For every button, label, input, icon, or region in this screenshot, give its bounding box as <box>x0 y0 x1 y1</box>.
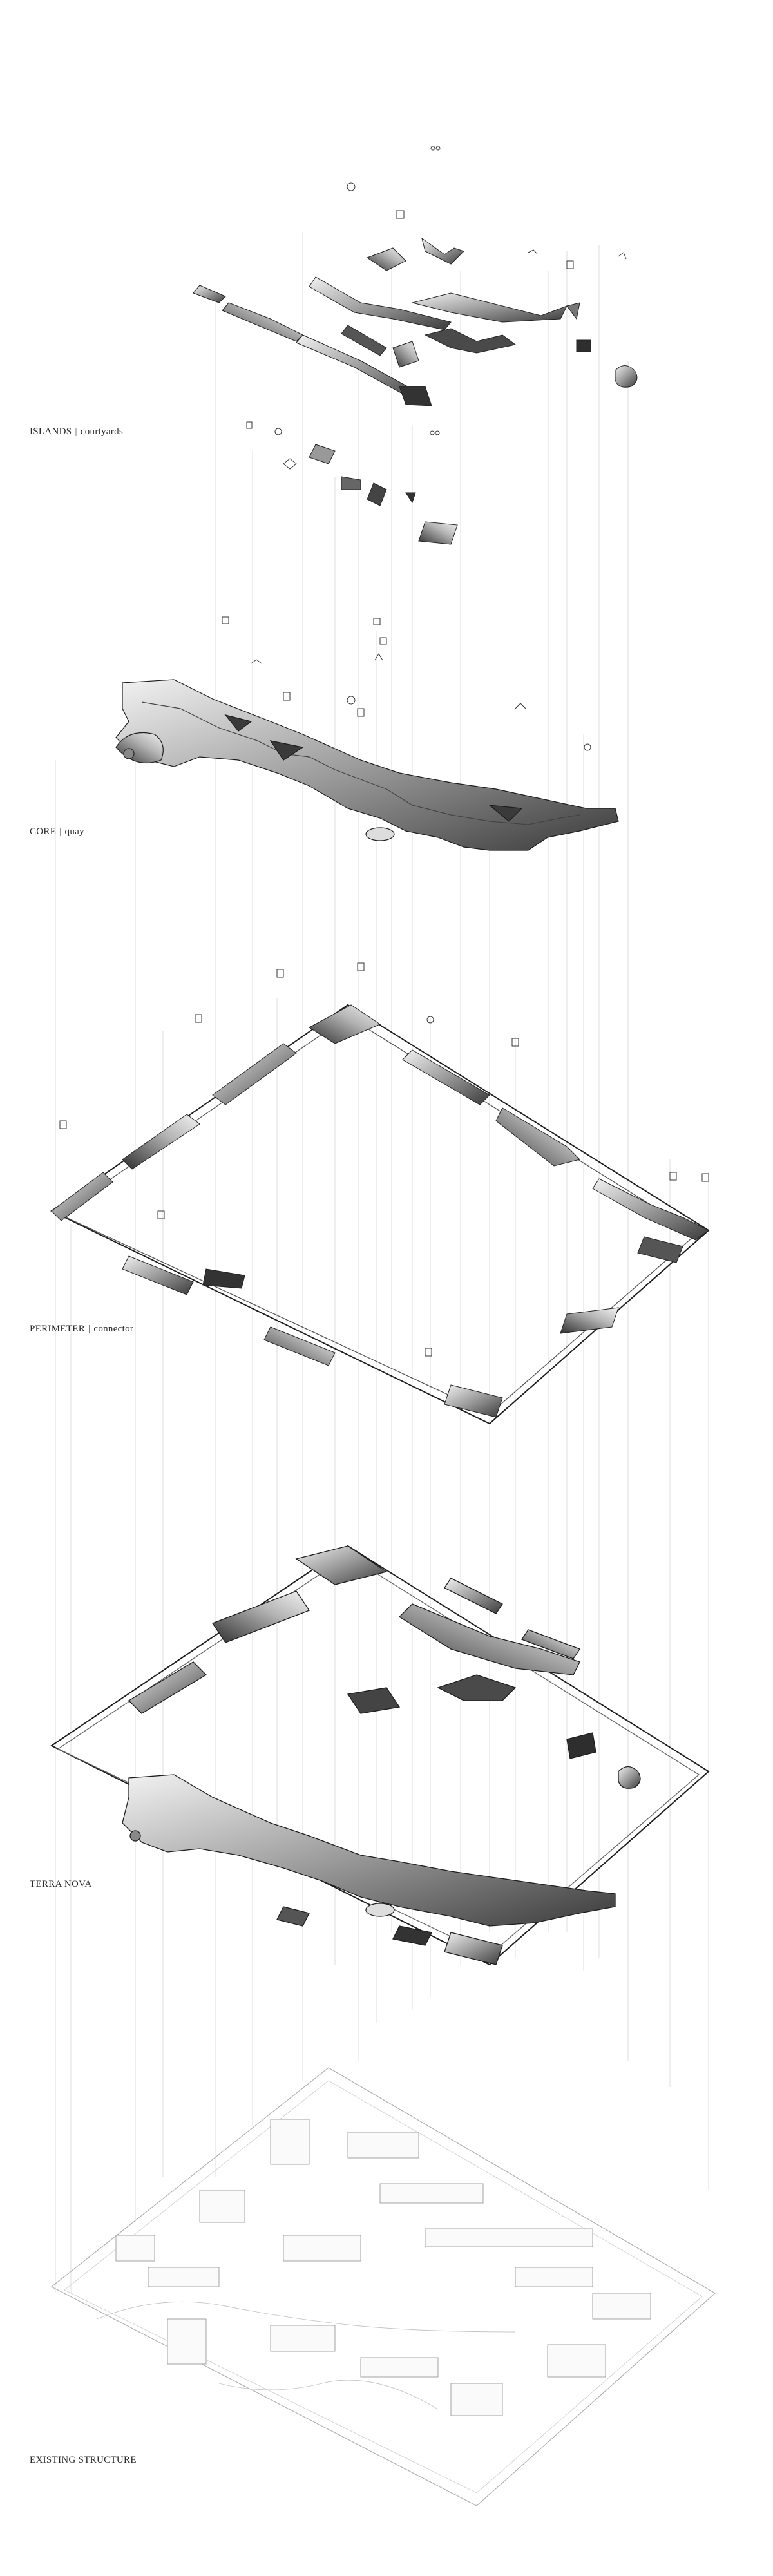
layer-name: TERRA NOVA <box>30 1879 92 1889</box>
layer-name: ISLANDS <box>30 426 72 437</box>
layer-subtitle: courtyards <box>80 426 124 437</box>
layer-label-core: CORE|quay <box>30 826 84 837</box>
core-layer <box>115 616 619 851</box>
layer-subtitle: connector <box>93 1324 134 1334</box>
existing-buildings <box>115 2119 651 2416</box>
label-separator: | <box>88 1324 91 1334</box>
perimeter-segments <box>51 1004 709 1418</box>
perimeter-icons <box>59 962 709 1357</box>
layer-label-perimeter: PERIMETER|connector <box>30 1324 133 1335</box>
terra-nova-layer <box>50 1545 710 1966</box>
perimeter-ring <box>50 1004 710 1425</box>
existing-structure-layer <box>50 2067 716 2506</box>
layer-name: CORE <box>30 826 57 837</box>
core-icons <box>222 616 591 751</box>
layer-subtitle: quay <box>64 826 84 837</box>
label-separator: | <box>59 826 62 837</box>
perimeter-layer <box>50 962 710 1425</box>
core-surface <box>115 679 619 851</box>
layer-name: PERIMETER <box>30 1324 86 1334</box>
layer-name: EXISTING STRUCTURE <box>30 2455 137 2465</box>
layer-label-terra-nova: TERRA NOVA <box>30 1879 92 1890</box>
projection-lines <box>55 232 709 2293</box>
islands-layer <box>193 146 638 545</box>
islands-fragments <box>193 237 638 545</box>
islands-icons <box>246 146 627 470</box>
layer-label-existing-structure: EXISTING STRUCTURE <box>30 2455 137 2466</box>
label-separator: | <box>75 426 77 437</box>
layer-label-islands: ISLANDS|courtyards <box>30 426 123 437</box>
